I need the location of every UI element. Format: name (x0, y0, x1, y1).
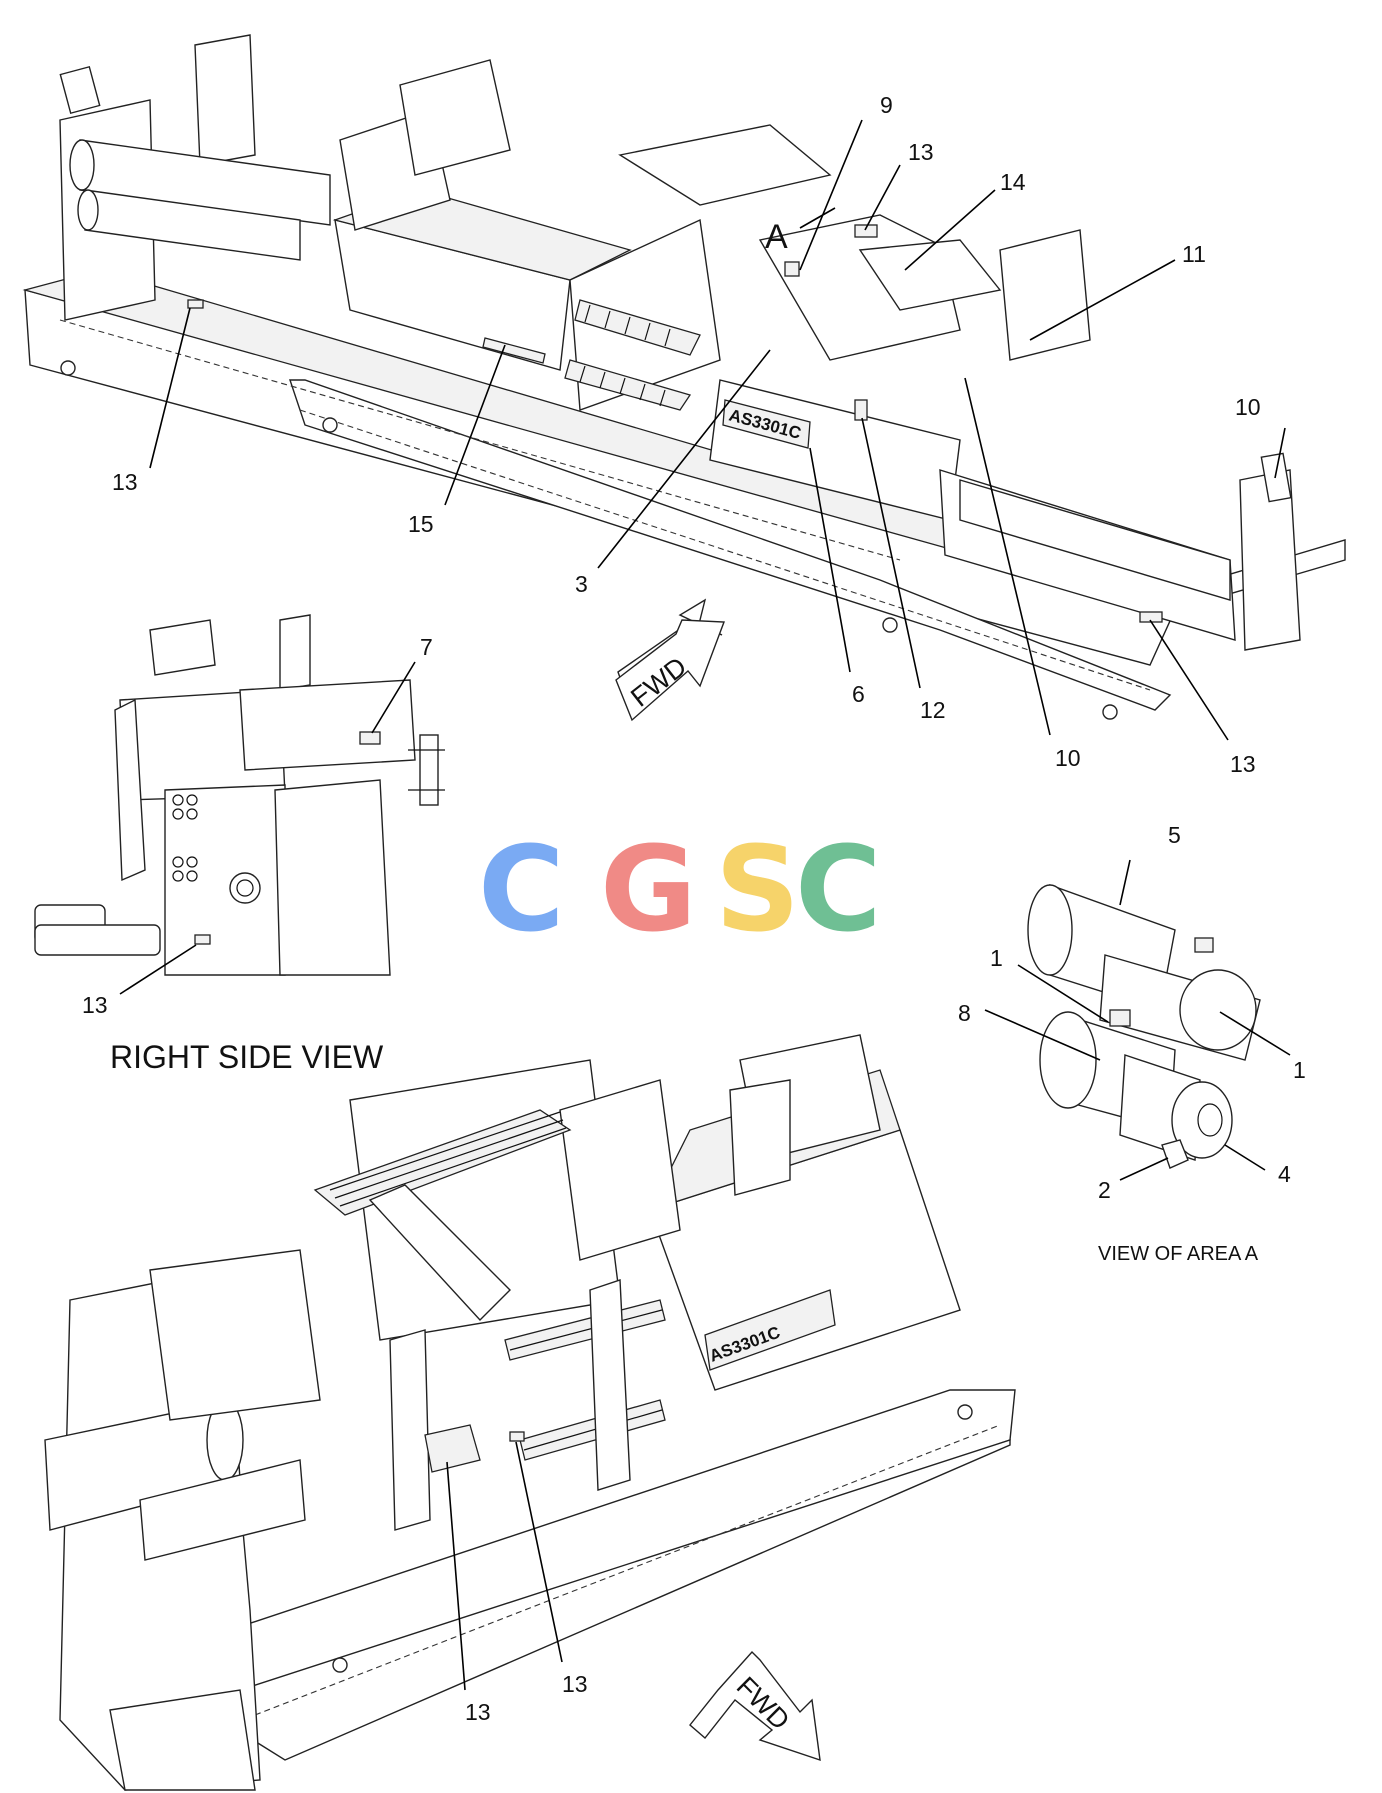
callout-13-b: 13 (112, 469, 138, 495)
callout-10-a: 10 (1235, 394, 1261, 420)
callout-15: 15 (408, 511, 434, 537)
callout-14: 14 (1000, 169, 1026, 195)
stair-grille (564, 299, 701, 411)
right-side-view: 7 13 RIGHT SIDE VIEW (34, 614, 445, 1075)
callout-6: 6 (852, 681, 865, 707)
callout-10-b: 10 (1055, 745, 1081, 771)
decal-13-top (854, 224, 878, 238)
decal-13-bottom-b (509, 1431, 525, 1442)
callout-12: 12 (920, 697, 946, 723)
fwd-arrow-top: FWD (615, 598, 725, 722)
callout-7: 7 (420, 634, 433, 660)
bottom-assembly: AS3301C 13 13 (44, 1034, 1016, 1791)
watermark-letter-4: C (795, 820, 882, 958)
decal-15 (482, 337, 546, 364)
model-decal-top: AS3301C (722, 399, 811, 449)
callout-13-c: 13 (1230, 751, 1256, 777)
callout-13-side: 13 (82, 992, 108, 1018)
top-callouts: 9 13 14 11 10 13 15 3 6 12 10 13 (112, 92, 1286, 777)
decal-12 (854, 399, 868, 421)
callout-5: 5 (1168, 822, 1181, 848)
callout-3: 3 (575, 571, 588, 597)
callout-4: 4 (1278, 1161, 1291, 1187)
callout-11: 11 (1182, 241, 1206, 267)
callout-1-b: 1 (1293, 1057, 1306, 1083)
callout-8: 8 (958, 1000, 971, 1026)
area-a-marker: A (765, 218, 788, 256)
callout-13-bottom-b: 13 (562, 1671, 588, 1697)
callout-2: 2 (1098, 1177, 1111, 1203)
callout-13-bottom-a: 13 (465, 1699, 491, 1725)
watermark-letter-1: C (478, 820, 565, 958)
watermark-letter-3: S (715, 820, 800, 958)
callout-13-a: 13 (908, 139, 934, 165)
top-assembly: AS3301C A (22, 34, 1346, 720)
decal-9 (784, 261, 800, 277)
right-side-view-title: RIGHT SIDE VIEW (110, 1039, 384, 1075)
bottom-grille (313, 1109, 666, 1461)
fwd-arrow-bottom: FWD (689, 1650, 821, 1762)
watermark: C G S C (478, 820, 882, 958)
decal-13-left (187, 299, 204, 309)
area-a-view: 5 1 8 1 2 4 VIEW OF AREA A (958, 822, 1306, 1265)
decal-7 (359, 731, 381, 745)
callout-9: 9 (880, 92, 893, 118)
callout-1-a: 1 (990, 945, 1003, 971)
decal-13-side (194, 934, 211, 945)
area-a-view-title: VIEW OF AREA A (1098, 1243, 1259, 1265)
watermark-letter-2: G (600, 820, 697, 958)
